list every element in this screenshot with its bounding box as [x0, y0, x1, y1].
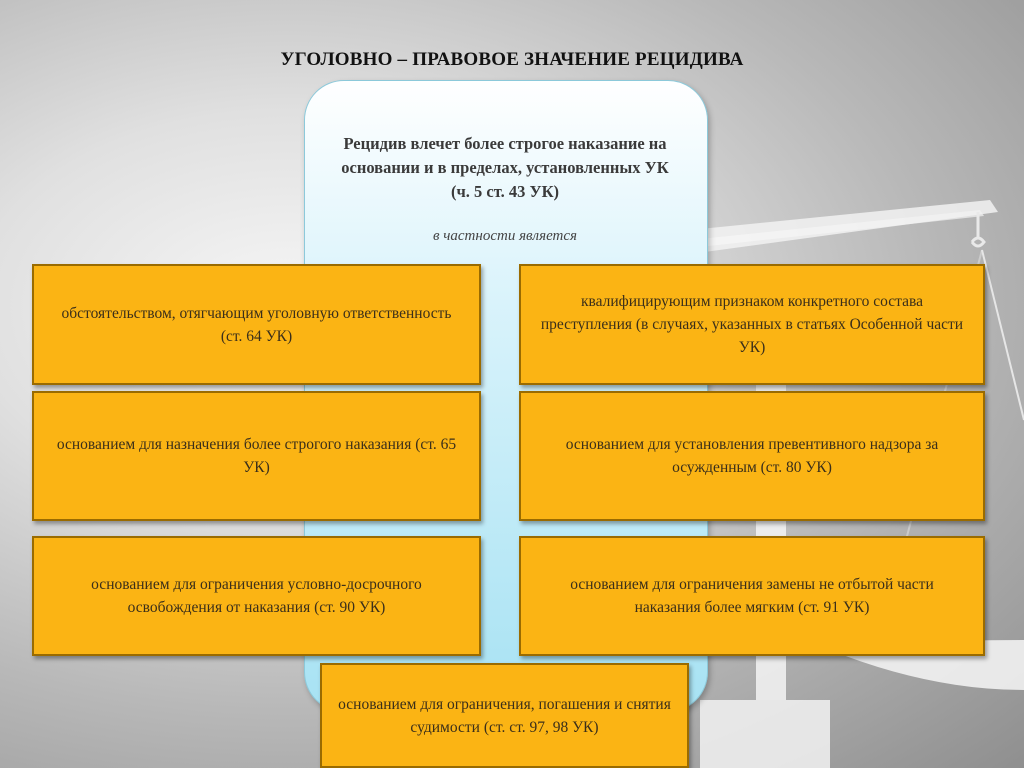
- page-title: УГОЛОВНО – ПРАВОВОЕ ЗНАЧЕНИЕ РЕЦИДИВА: [280, 49, 744, 70]
- center-subtext: в частности является: [432, 228, 577, 244]
- consequence-box-preventive-supervision: основанием для установления превентивног…: [519, 391, 985, 521]
- consequence-box-criminal-record: основанием для ограничения, погашения и …: [320, 663, 689, 768]
- consequence-box-stricter-punishment: основанием для назначения более строгого…: [32, 391, 481, 521]
- consequence-box-parole-limit: основанием для ограничения условно-досро…: [32, 536, 481, 656]
- consequence-box-qualifying: квалифицирующим признаком конкретного со…: [519, 264, 985, 385]
- consequence-box-substitution-limit: основанием для ограничения замены не отб…: [519, 536, 985, 656]
- center-statement: Рецидив влечет более строгое наказание н…: [341, 134, 669, 201]
- consequence-box-aggravating: обстоятельством, отягчающим уголовную от…: [32, 264, 481, 385]
